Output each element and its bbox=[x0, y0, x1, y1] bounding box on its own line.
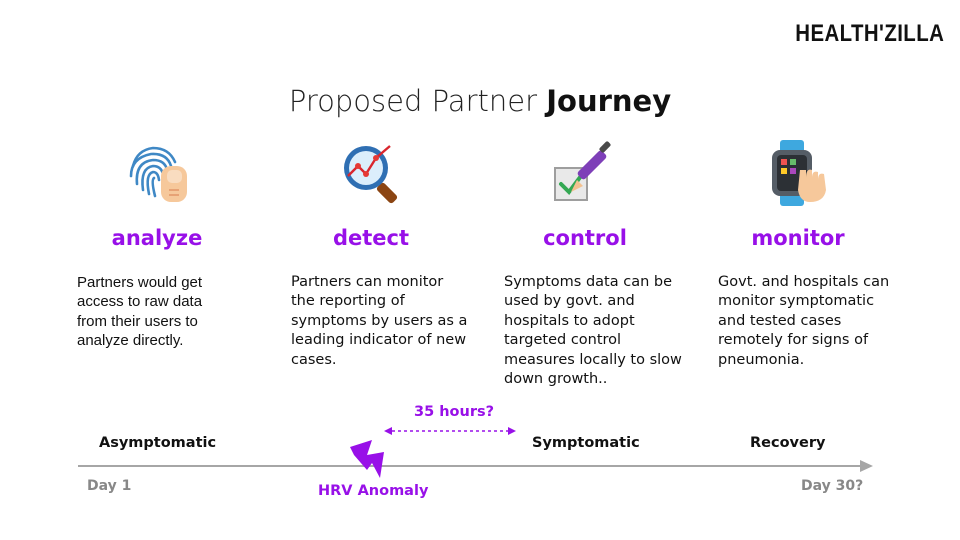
stage-label-recovery: Recovery bbox=[750, 435, 826, 451]
day-start-label: Day 1 bbox=[87, 478, 132, 494]
step-heading-detect: detect bbox=[332, 226, 410, 250]
step-description-control: Symptoms data can be used by govt. and h… bbox=[504, 274, 682, 388]
stage-label-symptomatic: Symptomatic bbox=[532, 435, 640, 451]
smartwatch-icon bbox=[766, 140, 832, 206]
step-description-detect: Partners can monitor the reporting of sy… bbox=[291, 274, 468, 368]
step-heading-analyze: analyze bbox=[111, 226, 203, 250]
timeline-arrowhead bbox=[860, 460, 873, 472]
step-heading-monitor: monitor bbox=[751, 226, 845, 250]
interval-arrow-left-head bbox=[384, 427, 392, 435]
fingerprint-icon bbox=[123, 140, 189, 206]
page-title: Proposed Partner Journey bbox=[0, 84, 960, 118]
interval-arrow-right-head bbox=[508, 427, 516, 435]
healthzilla-logo: HEALTH'ZILLA bbox=[795, 20, 944, 47]
lightning-bolt-icon bbox=[350, 440, 384, 478]
interval-label: 35 hours? bbox=[414, 404, 495, 420]
step-description-monitor: Govt. and hospitals can monitor symptoma… bbox=[718, 274, 890, 368]
step-heading-control: control bbox=[543, 226, 627, 250]
stage-label-asymptomatic: Asymptomatic bbox=[99, 435, 217, 451]
hrv-anomaly-label: HRV Anomaly bbox=[318, 483, 429, 499]
title-light: Proposed Partner bbox=[288, 84, 547, 118]
day-end-label: Day 30? bbox=[801, 478, 864, 494]
magnifier-chart-icon bbox=[338, 140, 404, 206]
step-description-analyze: Partners would get access to raw data fr… bbox=[77, 274, 203, 350]
checkbox-pen-icon bbox=[551, 140, 617, 206]
title-bold: Journey bbox=[546, 84, 672, 118]
